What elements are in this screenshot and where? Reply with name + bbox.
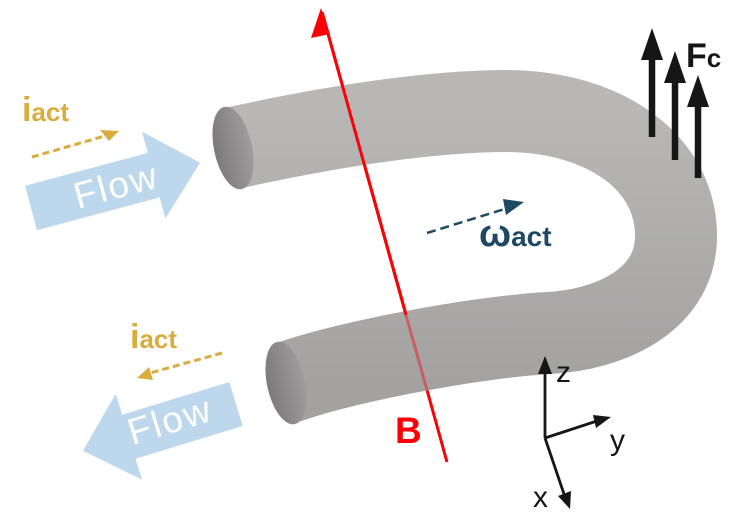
tube-end-cap-bottom bbox=[265, 341, 307, 425]
actuation-current-arrow-bottom bbox=[149, 351, 223, 375]
axis-y bbox=[544, 418, 601, 440]
actuation-current-arrowhead-bottom-icon bbox=[137, 367, 153, 380]
actuation-current-label-bottom: iact bbox=[130, 318, 177, 356]
coriolis-force-label: Fc bbox=[686, 37, 721, 75]
actuation-current-arrow-top bbox=[31, 133, 109, 159]
axis-y-arrowhead-icon bbox=[593, 415, 611, 428]
angular-velocity-label: ωact bbox=[479, 213, 552, 255]
actuation-current-bottom: iact bbox=[130, 318, 223, 380]
axis-z-label: z bbox=[556, 356, 571, 389]
axis-x-label: x bbox=[533, 481, 548, 514]
coriolis-force-arrowhead-3-icon bbox=[687, 75, 709, 107]
coriolis-force: Fc bbox=[641, 28, 721, 178]
axis-x bbox=[543, 437, 567, 498]
b-field-axis-occluded bbox=[404, 314, 429, 391]
coriolis-force-arrowhead-2-icon bbox=[664, 51, 686, 83]
actuation-current-arrowhead-top-icon bbox=[100, 130, 119, 141]
actuation-current-top: iact bbox=[22, 91, 119, 159]
actuation-current-label-top: iact bbox=[22, 91, 69, 129]
angular-velocity: ωact bbox=[426, 199, 552, 255]
flow-arrow-bottom-shape-icon bbox=[82, 382, 243, 480]
coordinate-axes: z y x bbox=[533, 356, 625, 514]
u-tube bbox=[224, 69, 717, 422]
b-field-label: B bbox=[395, 410, 422, 451]
flow-arrow-top-shape-icon bbox=[25, 131, 201, 231]
angular-velocity-arrow bbox=[426, 206, 509, 235]
flow-arrow-top: Flow bbox=[25, 131, 201, 231]
axis-z-arrowhead-icon bbox=[538, 356, 552, 374]
coriolis-force-arrowhead-1-icon bbox=[641, 28, 663, 60]
axis-x-arrowhead-icon bbox=[558, 491, 571, 509]
b-field-arrowhead-icon bbox=[311, 8, 330, 38]
axis-y-label: y bbox=[610, 424, 625, 457]
angular-velocity-arrowhead-icon bbox=[503, 199, 524, 215]
tube-end-cap-top bbox=[212, 106, 254, 190]
b-field-axis bbox=[320, 11, 408, 316]
flow-arrow-bottom: Flow bbox=[82, 382, 243, 480]
